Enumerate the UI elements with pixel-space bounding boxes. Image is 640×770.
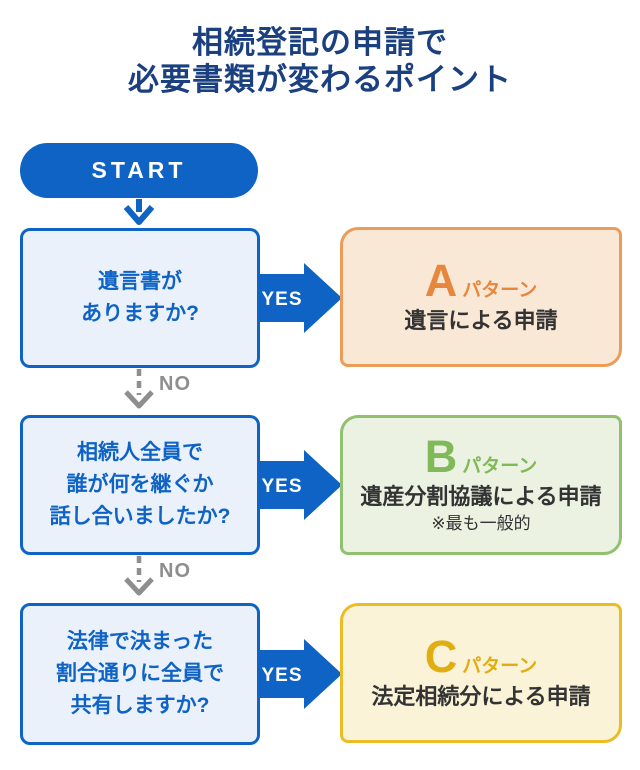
no-connector-1: NO: [117, 369, 227, 415]
page-title-line2: 必要書類が変わるポイント: [128, 62, 512, 97]
pattern-box-A: A パターン 遺言による申請: [340, 227, 622, 367]
pattern-box-C: C パターン 法定相続分による申請: [340, 603, 622, 743]
page-title-line1: 相続登記の申請で: [192, 25, 448, 60]
no-label-1: NO: [159, 373, 191, 395]
yes-arrow-icon-3: YES: [258, 639, 342, 709]
yes-arrow-icon-2: YES: [258, 450, 342, 520]
pattern-b-letter: B: [424, 431, 458, 482]
no-label-2: NO: [159, 560, 191, 582]
no-dashed-arrow-icon-1: [124, 369, 154, 409]
yes-label-2: YES: [261, 476, 302, 497]
pattern-b-suffix: パターン: [462, 456, 538, 477]
question-box-1: 遺言書が ありますか?: [20, 228, 260, 368]
no-connector-2: NO: [117, 556, 227, 602]
question-1-line1: 遺言書が: [98, 270, 182, 293]
pattern-c-heading: C パターン: [425, 634, 538, 680]
no-dashed-arrow-icon-2: [124, 556, 154, 596]
pattern-c-letter: C: [424, 631, 458, 682]
start-node: START: [20, 143, 258, 198]
yes-arrow-icon-1: YES: [258, 263, 342, 333]
yes-label-3: YES: [261, 665, 302, 686]
pattern-b-heading: B パターン: [425, 434, 538, 480]
question-3-line2: 割合通りに全員で: [56, 662, 224, 685]
pattern-box-B: B パターン 遺産分割協議による申請 ※最も一般的: [340, 415, 622, 555]
pattern-c-suffix: パターン: [462, 656, 538, 677]
page-title: 相続登記の申請で 必要書類が変わるポイント: [0, 24, 640, 98]
pattern-c-title: 法定相続分による申請: [371, 684, 591, 709]
question-1-line2: ありますか?: [81, 302, 199, 325]
pattern-a-letter: A: [424, 255, 458, 306]
question-2-line3: 話し合いましたか?: [49, 505, 231, 528]
pattern-a-title: 遺言による申請: [404, 308, 558, 333]
question-2-line2: 誰が何を継ぐか: [66, 473, 214, 496]
pattern-b-title: 遺産分割協議による申請: [360, 484, 602, 509]
question-box-2: 相続人全員で 誰が何を継ぐか 話し合いましたか?: [20, 415, 260, 555]
pattern-b-note: ※最も一般的: [431, 514, 531, 533]
pattern-a-heading: A パターン: [425, 258, 538, 304]
yes-label-1: YES: [261, 289, 302, 310]
question-3-line1: 法律で決まった: [66, 630, 214, 653]
question-3-line3: 共有しますか?: [70, 694, 210, 717]
pattern-a-suffix: パターン: [462, 280, 538, 301]
start-label: START: [91, 157, 187, 183]
down-arrow-icon: [123, 199, 155, 225]
question-box-3: 法律で決まった 割合通りに全員で 共有しますか?: [20, 603, 260, 745]
question-2-line1: 相続人全員で: [77, 441, 203, 464]
